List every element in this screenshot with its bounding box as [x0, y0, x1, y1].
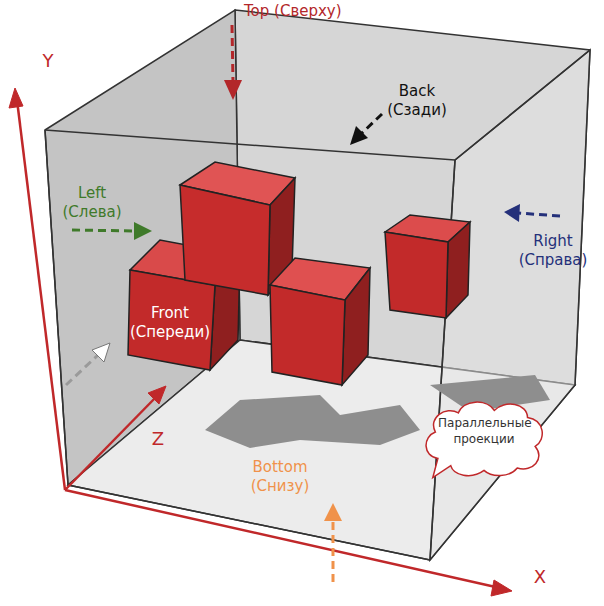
view-label: Left (Слева) — [52, 184, 132, 222]
cube — [385, 215, 470, 318]
cube — [180, 162, 295, 295]
box-edge — [68, 485, 430, 560]
cloud-callout: Параллельные проекции — [420, 396, 548, 480]
view-label: Top (Сверху) — [244, 2, 342, 21]
right-wall — [430, 50, 590, 560]
box-edge — [45, 130, 68, 485]
view-label: Right (Справа) — [508, 232, 598, 270]
cube-shadow — [205, 395, 420, 448]
axis-label: X — [528, 566, 552, 589]
box-edge — [45, 50, 590, 160]
axis — [9, 88, 512, 596]
callout-text: Параллельные проекции — [438, 416, 530, 447]
view-label: Front (Спереди) — [124, 304, 216, 342]
axis-label: Y — [36, 50, 60, 73]
view-label: Back (Сзади) — [376, 82, 458, 120]
axis-label: Z — [146, 428, 170, 451]
view-arrow — [66, 25, 560, 582]
cube — [270, 258, 370, 385]
view-label: Bottom (Снизу) — [238, 458, 322, 496]
